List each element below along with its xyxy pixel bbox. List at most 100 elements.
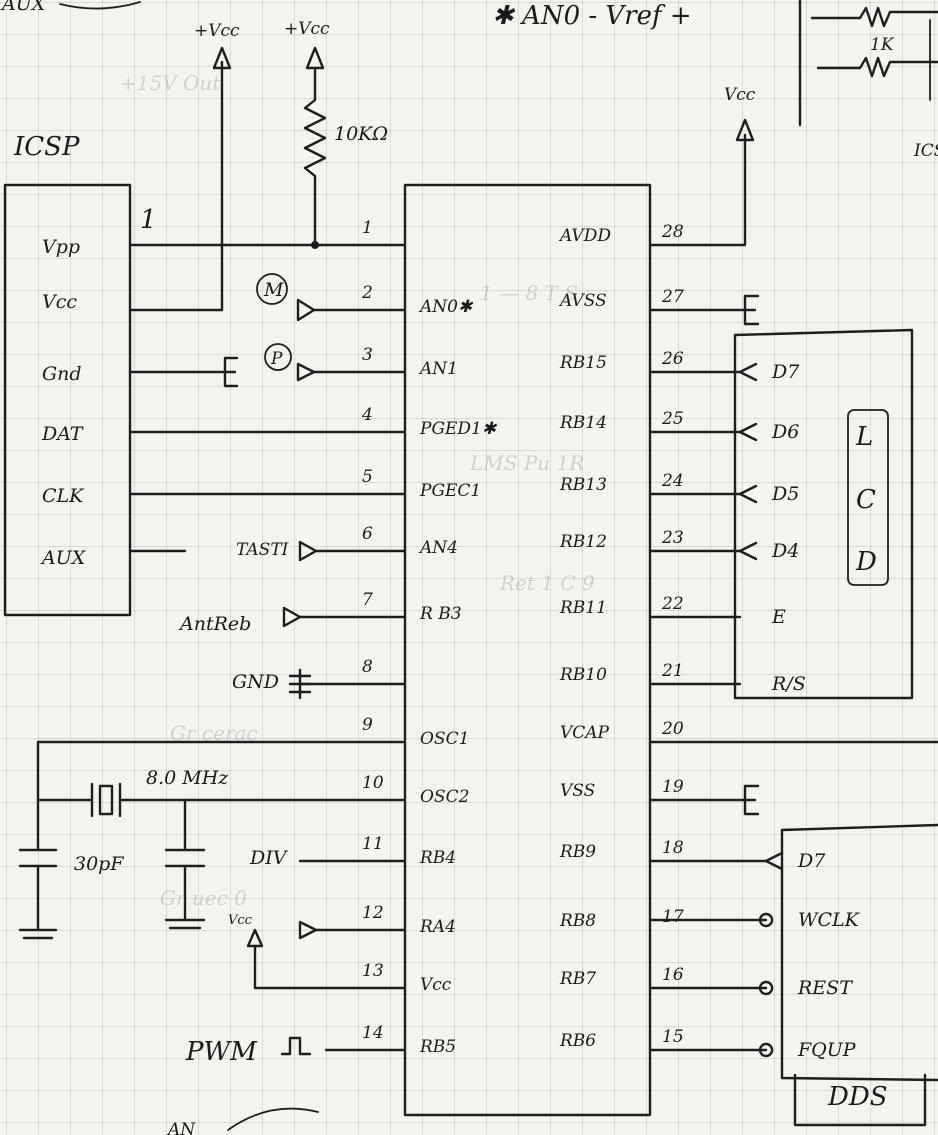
p-marker-circle bbox=[264, 343, 292, 371]
chip-right-pin-name: AVDD bbox=[558, 226, 611, 246]
lcd-pin-label: D6 bbox=[771, 421, 799, 443]
chip-right-pin-number: 28 bbox=[661, 222, 684, 242]
lcd-pin-label: R/S bbox=[771, 673, 806, 695]
icsp-title: ICSP bbox=[13, 132, 80, 162]
bottom-scribble bbox=[227, 1107, 319, 1131]
icsp-pin1-marker: 1 bbox=[140, 205, 157, 235]
lcd-title-letter: D bbox=[855, 547, 877, 577]
chip-right-pin-name: RB10 bbox=[559, 665, 607, 685]
show-through-ghost: +15V Out 1 — 8 T S LMS Pu 1R Ret 1 C 9 G… bbox=[120, 71, 595, 910]
chip-left-pin-name: OSC2 bbox=[420, 787, 469, 807]
chip-left-pin-number: 3 bbox=[362, 345, 373, 365]
chip-left-pin-name: RA4 bbox=[419, 917, 456, 937]
lcd-title-frame bbox=[847, 409, 889, 586]
gnd-pin8-label: GND bbox=[232, 671, 279, 693]
svg-text:1 — 8 T S: 1 — 8 T S bbox=[480, 281, 578, 305]
avdd-wire bbox=[648, 133, 747, 247]
pwm-label: PWM bbox=[185, 1037, 258, 1067]
chip-right-pin-name: RB8 bbox=[559, 911, 596, 931]
chip-left-pin-number: 6 bbox=[362, 524, 373, 544]
dds-box bbox=[780, 823, 938, 1082]
avdd-arrow-icon bbox=[735, 118, 755, 142]
chip-right-pin-number: 26 bbox=[661, 349, 684, 369]
dds-pin-label: D7 bbox=[797, 850, 826, 872]
dds-arrow-icon bbox=[764, 851, 784, 871]
chip-right-pin-name: RB6 bbox=[559, 1031, 596, 1051]
icsp-pin-label: Vcc bbox=[42, 291, 77, 313]
lcd-arrow-icon bbox=[738, 422, 758, 442]
icsp-pin-label: Gnd bbox=[42, 363, 82, 385]
lcd-arrow-icon bbox=[738, 541, 758, 561]
lcd-arrow-icon bbox=[738, 484, 758, 504]
vcc-left-label: +Vcc bbox=[194, 21, 240, 41]
vcc-small-label: Vcc bbox=[228, 913, 253, 928]
chip-left-pin-number: 8 bbox=[362, 657, 373, 677]
vss-gnd-icon bbox=[743, 784, 760, 816]
chip-left-pin-number: 10 bbox=[362, 773, 384, 793]
chip-right-pin-name: RB13 bbox=[559, 475, 607, 495]
chip-right-pin-name: RB9 bbox=[559, 842, 596, 862]
caps-label: 30pF bbox=[74, 853, 124, 875]
chip-left-pin-name: R B3 bbox=[419, 604, 462, 624]
dds-title-frame bbox=[793, 1073, 927, 1127]
avdd-vcc-label: Vcc bbox=[724, 85, 756, 105]
inset-resistor-bottom bbox=[816, 56, 938, 78]
dds-pin-dot-icon bbox=[758, 1042, 774, 1058]
chip-left-pin-name: PGED1✱ bbox=[419, 419, 498, 439]
chip-left-pin-number: 14 bbox=[362, 1023, 384, 1043]
lcd-arrow-icon bbox=[738, 362, 758, 382]
crystal-label: 8.0 MHz bbox=[146, 767, 229, 789]
chip-left-pin-name: AN0✱ bbox=[418, 297, 474, 317]
antirebound-arrow-icon bbox=[282, 606, 302, 628]
cap-c1 bbox=[18, 740, 58, 940]
inset-res-top-label: 1K bbox=[870, 35, 895, 55]
antirebound-label: AntReb bbox=[178, 613, 251, 635]
tasti-label: TASTI bbox=[236, 540, 289, 560]
vcc-arrow-icon-2 bbox=[305, 46, 325, 70]
dds-pin-label: WCLK bbox=[798, 909, 861, 931]
chip-right-pin-name: VCAP bbox=[560, 723, 610, 743]
vcc-right-label: +Vcc bbox=[284, 19, 330, 39]
lcd-pin-label: E bbox=[771, 606, 786, 628]
avss-gnd-icon bbox=[743, 294, 760, 326]
chip-left-pin-name: Vcc bbox=[420, 975, 452, 995]
chip-right-pin-number: 20 bbox=[661, 719, 684, 739]
chip-right-pin-number: 21 bbox=[661, 661, 684, 681]
crystal bbox=[36, 782, 407, 818]
chip-left-pin-number: 2 bbox=[361, 283, 373, 303]
chip-right-pins: 28AVDD27AVSS26RB1525RB1424RB1323RB1222RB… bbox=[558, 222, 684, 1051]
chip-left-pin-number: 1 bbox=[362, 218, 373, 238]
lcd-box bbox=[733, 328, 914, 700]
an0-input-arrow-icon bbox=[296, 298, 316, 322]
div-label: DIV bbox=[249, 847, 289, 869]
chip-right-pin-name: VSS bbox=[560, 781, 595, 801]
p-marker: P bbox=[270, 349, 283, 369]
m-marker-circle bbox=[256, 273, 288, 305]
chip-left-pin-name: PGEC1 bbox=[419, 481, 481, 501]
chip-left-pin-name: RB5 bbox=[419, 1037, 456, 1057]
icsp-pin-label: DAT bbox=[41, 423, 84, 445]
chip-right-pin-number: 16 bbox=[662, 965, 684, 985]
dds-title: DDS bbox=[827, 1082, 888, 1112]
chip-right-pin-name: AVSS bbox=[558, 291, 607, 311]
chip-left-pin-name: RB4 bbox=[419, 848, 456, 868]
svg-text:Ret 1 C 9: Ret 1 C 9 bbox=[499, 571, 595, 595]
pwm-pulse-icon bbox=[280, 1036, 312, 1056]
chip-left-pin-number: 9 bbox=[362, 715, 373, 735]
chip-right-pin-number: 19 bbox=[662, 777, 684, 797]
chip-right-pin-number: 27 bbox=[661, 287, 684, 307]
chip-right-pin-name: RB15 bbox=[559, 353, 607, 373]
chip-left-pin-number: 11 bbox=[362, 834, 384, 854]
chip-right-pin-name: RB7 bbox=[559, 969, 596, 989]
chip-left-pin-number: 7 bbox=[362, 590, 373, 610]
vcc-wire bbox=[128, 60, 224, 312]
chip-left-pin-number: 4 bbox=[361, 405, 373, 425]
ra4-arrow-icon bbox=[298, 920, 318, 940]
lcd-pin-label: D7 bbox=[771, 361, 800, 383]
chip-right-pin-number: 18 bbox=[662, 838, 684, 858]
lcd-title-letters: LCD bbox=[855, 422, 877, 577]
mcu-chip-body bbox=[403, 183, 652, 1117]
lcd-pin-label: D4 bbox=[771, 540, 799, 562]
lcd-pin-label: D5 bbox=[771, 483, 799, 505]
